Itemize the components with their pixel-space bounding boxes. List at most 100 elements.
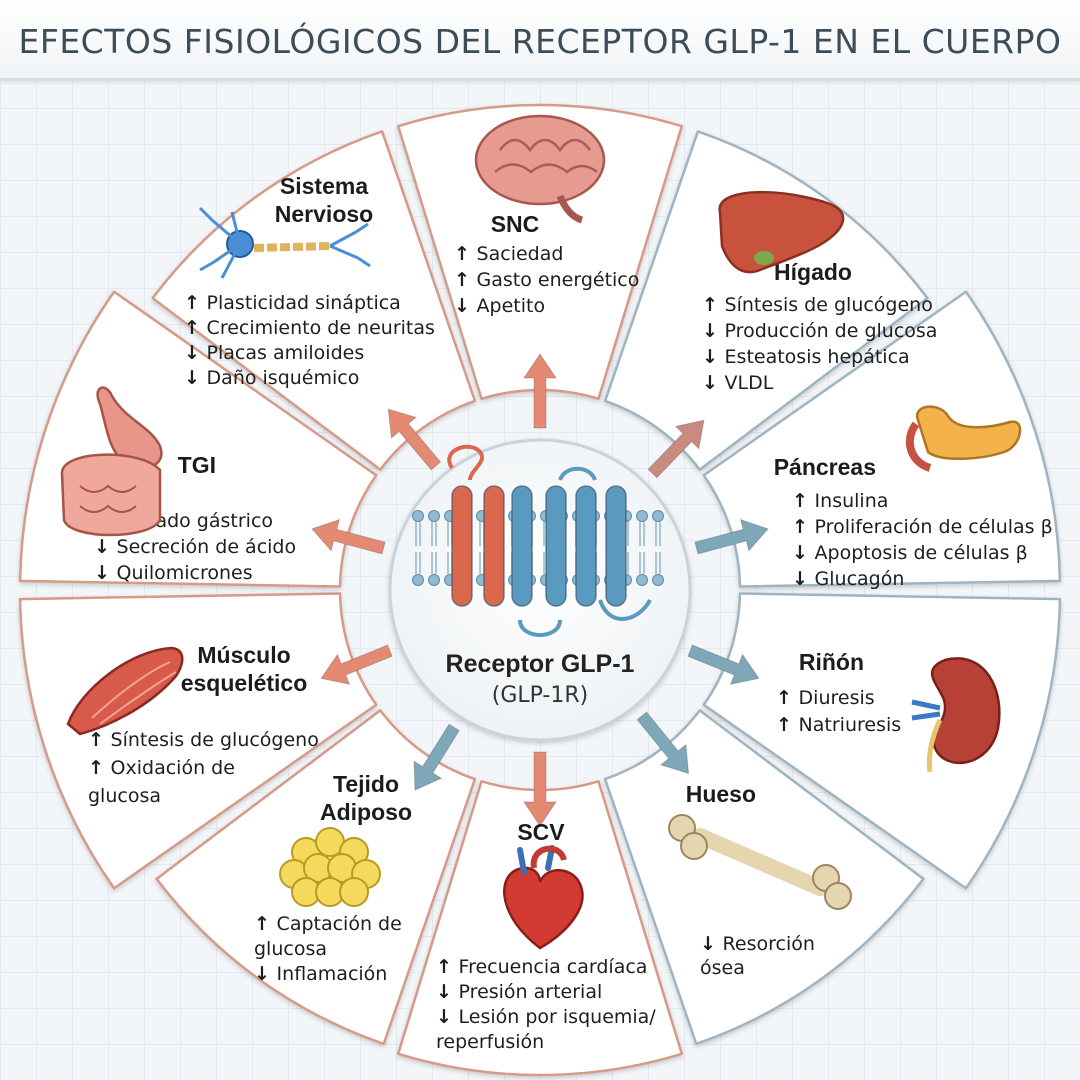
sector-pancreas	[702, 290, 1062, 588]
sector-title-snc: SNC	[491, 211, 540, 237]
down-arrow-icon: ↓	[184, 367, 207, 389]
label-group-pancreas: Páncreas↑ Insulina↑ Proliferación de cél…	[774, 454, 1053, 590]
effect-snc-0: ↑ Saciedad	[454, 243, 563, 265]
up-arrow-icon: ↑	[436, 956, 459, 978]
effect-hueso-1: ósea	[700, 957, 745, 979]
up-arrow-icon: ↑	[88, 729, 111, 751]
effect-snc-2: ↓ Apetito	[454, 295, 545, 317]
up-arrow-icon: ↑	[776, 687, 799, 709]
down-arrow-icon: ↓	[792, 568, 815, 590]
down-arrow-icon: ↓	[94, 562, 117, 584]
effect-musculo-1: ↑ Oxidación de	[88, 757, 235, 779]
arrows-layer	[311, 353, 769, 827]
page-title: EFECTOS FISIOLÓGICOS DEL RECEPTOR GLP-1 …	[18, 22, 1062, 61]
down-arrow-icon: ↓	[254, 963, 277, 985]
arrow-to-pancreas	[694, 518, 769, 555]
sector-title-tejido: Tejido	[333, 771, 399, 797]
effect-sistema-1: ↑ Crecimiento de neuritas	[184, 317, 435, 339]
stomach-intestine-icon	[60, 386, 163, 537]
liver-icon	[718, 190, 845, 274]
sector-title-higado: Hígado	[774, 259, 852, 285]
effect-pancreas-2: ↓ Apoptosis de células β	[792, 542, 1028, 564]
effect-higado-3: ↓ VLDL	[702, 372, 774, 394]
up-arrow-icon: ↑	[184, 317, 207, 339]
fat-cells-icon	[279, 827, 381, 907]
effect-scv-2: ↓ Lesión por isquemia/	[436, 1006, 656, 1028]
effect-sistema-3: ↓ Daño isquémico	[184, 367, 359, 389]
sector-title-hueso: Hueso	[686, 781, 756, 807]
effect-musculo-0: ↑ Síntesis de glucógeno	[88, 729, 319, 751]
sector-title-tejido: Adiposo	[320, 799, 412, 825]
effect-sistema-0: ↑ Plasticidad sináptica	[184, 292, 401, 314]
up-arrow-icon: ↑	[702, 294, 725, 316]
label-group-higado: Hígado ↑ Síntesis de glucógeno ↓ Producció…	[702, 259, 937, 394]
effect-scv-3: reperfusión	[436, 1031, 544, 1053]
down-arrow-icon: ↓	[454, 295, 477, 317]
effect-higado-2: ↓ Esteatosis hepática	[702, 346, 910, 368]
down-arrow-icon: ↓	[184, 342, 207, 364]
sector-title-musculo: esquelético	[181, 670, 308, 696]
center-receptor: Receptor GLP-1 (GLP-1R)	[388, 438, 692, 742]
label-group-rinon: Riñón ↑ Diuresis ↑ Natriuresis	[776, 649, 901, 736]
effect-scv-0: ↑ Frecuencia cardíaca	[436, 956, 647, 978]
down-arrow-icon: ↓	[436, 981, 459, 1003]
arrow-to-higado	[647, 419, 705, 479]
down-arrow-icon: ↓	[702, 346, 725, 368]
effect-tejido-0: ↑ Captación de	[254, 913, 402, 935]
effect-snc-1: ↑ Gasto energético	[454, 269, 639, 291]
sector-title-scv: SCV	[517, 819, 565, 845]
up-arrow-icon: ↑	[454, 243, 477, 265]
arrow-to-snc	[523, 353, 557, 429]
neuron-icon	[198, 206, 371, 279]
label-group-hueso: Hueso↓ Resorción ósea	[686, 781, 815, 979]
heart-icon	[503, 845, 584, 950]
effect-rinon-1: ↑ Natriuresis	[776, 714, 901, 736]
up-arrow-icon: ↑	[454, 269, 477, 291]
down-arrow-icon: ↓	[700, 933, 723, 955]
effect-rinon-0: ↑ Diuresis	[776, 687, 875, 709]
arrow-to-tgi	[311, 518, 386, 555]
sector-title-sistema: Sistema	[280, 173, 368, 199]
sector-snc	[396, 103, 684, 400]
bone-icon	[668, 814, 852, 910]
sector-title-musculo: Músculo	[197, 642, 290, 668]
effect-tgi-2: ↓ Quilomicrones	[94, 562, 253, 584]
arrow-to-hueso	[636, 711, 690, 775]
sectors-layer	[18, 103, 1062, 1077]
down-arrow-icon: ↓	[792, 542, 815, 564]
down-arrow-icon: ↓	[94, 536, 117, 558]
effect-pancreas-3: ↓ Glucagón	[792, 568, 904, 590]
labels-layer: SNC ↑ Saciedad ↑ Gasto energético ↓ Apetito…	[88, 173, 1053, 1053]
effect-higado-1: ↓ Producción de glucosa	[702, 320, 937, 342]
center-name: Receptor GLP-1	[446, 650, 635, 678]
sector-title-tgi: TGI	[178, 452, 216, 478]
effect-musculo-2: glucosa	[88, 785, 161, 807]
effect-pancreas-1: ↑ Proliferación de células β	[792, 516, 1053, 538]
arrow-to-scv	[523, 751, 557, 827]
effect-higado-0: ↑ Síntesis de glucógeno	[702, 294, 933, 316]
icons-layer	[60, 114, 1022, 950]
sector-title-rinon: Riñón	[799, 649, 864, 675]
label-group-snc: SNC ↑ Saciedad ↑ Gasto energético ↓ Apetito	[454, 211, 639, 317]
center-abbr: (GLP-1R)	[492, 683, 588, 708]
up-arrow-icon: ↑	[184, 292, 207, 314]
up-arrow-icon: ↑	[88, 757, 111, 779]
effect-tejido-2: ↓ Inflamación	[254, 963, 387, 985]
effect-tgi-1: ↓ Secreción de ácido	[94, 536, 296, 558]
down-arrow-icon: ↓	[702, 372, 725, 394]
effect-scv-1: ↓ Presión arterial	[436, 981, 602, 1003]
pancreas-icon	[905, 405, 1022, 472]
kidney-icon	[911, 657, 1001, 773]
header-bar: EFECTOS FISIOLÓGICOS DEL RECEPTOR GLP-1 …	[0, 0, 1080, 81]
down-arrow-icon: ↓	[702, 320, 725, 342]
sector-higado	[603, 130, 929, 471]
sector-title-sistema: Nervioso	[275, 201, 373, 227]
label-group-scv: SCV ↑ Frecuencia cardíaca ↓ Presión arteri…	[436, 819, 656, 1053]
up-arrow-icon: ↑	[792, 490, 815, 512]
arrow-to-tejido	[413, 723, 460, 791]
gpcr-helix-icon	[447, 444, 652, 637]
effect-pancreas-0: ↑ Insulina	[792, 490, 888, 512]
